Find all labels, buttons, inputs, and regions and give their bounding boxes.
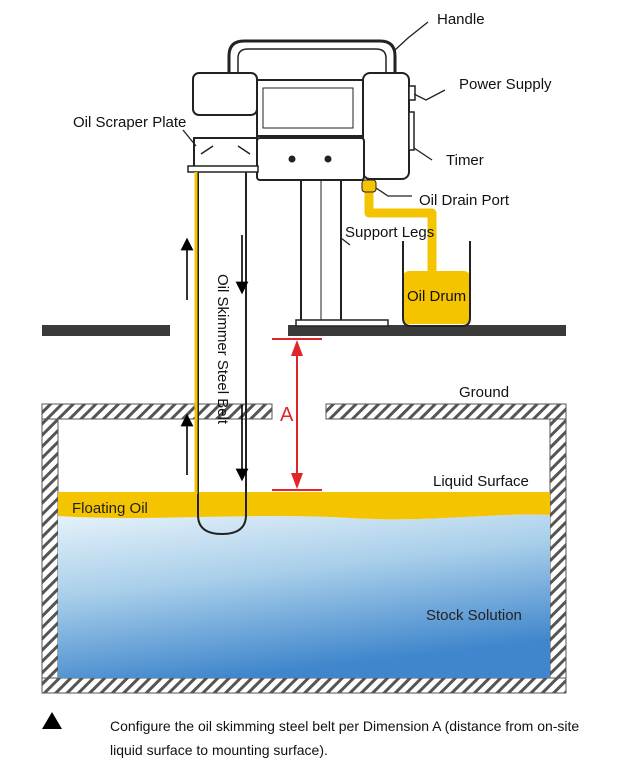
oil-scraper-plate-label: Oil Scraper Plate [73, 114, 186, 131]
ground-label: Ground [459, 384, 509, 401]
triangle-warning-icon [42, 712, 62, 729]
stock-solution-liquid [58, 514, 550, 678]
oil-drum-label: Oil Drum [407, 288, 466, 305]
oil-drum [402, 241, 471, 327]
base-body [256, 137, 365, 181]
control-box [362, 72, 416, 180]
liquid-surface-label: Liquid Surface [433, 473, 529, 490]
floating-oil-layer [58, 492, 550, 520]
tank-walls [41, 403, 567, 694]
belt-label: Oil Skimmer Steel Belt [214, 274, 231, 425]
power-supply-label: Power Supply [459, 76, 552, 93]
oil-drain-port-label: Oil Drain Port [419, 192, 510, 209]
belt-direction-arrows [180, 235, 249, 482]
support-legs [295, 179, 389, 327]
timer-label: Timer [446, 152, 484, 169]
oil-skimmer-steel-belt [194, 172, 247, 536]
stock-solution-label: Stock Solution [426, 607, 522, 624]
motor-unit [192, 72, 364, 137]
oil-scraper-plate [187, 137, 259, 173]
support-legs-label: Support Legs [345, 224, 434, 241]
diagram-caption: Configure the oil skimming steel belt pe… [110, 718, 580, 758]
floating-oil-label: Floating Oil [72, 500, 148, 517]
mounting-surface [288, 325, 566, 336]
dimension-a-label: A [280, 404, 294, 426]
oil-drain-pipe [364, 190, 437, 272]
oil-drain-port-icon [361, 179, 377, 193]
handle-label: Handle [437, 11, 485, 28]
dimension-a [272, 338, 322, 491]
ground-slab-left [42, 325, 170, 336]
handle-inner [237, 48, 387, 78]
handle-icon [227, 39, 397, 78]
leader-lines [182, 21, 446, 246]
